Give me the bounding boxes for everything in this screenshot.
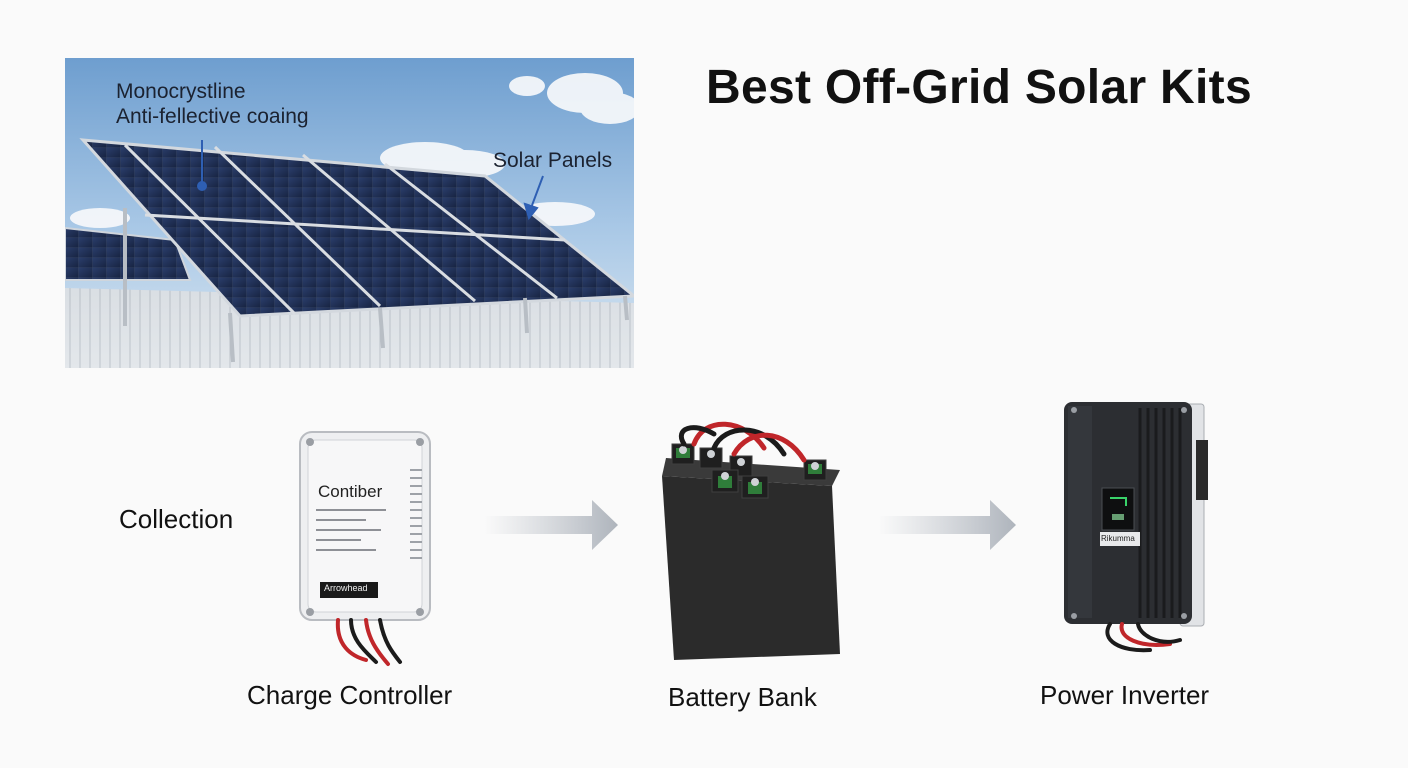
battery-bank-label: Battery Bank bbox=[668, 682, 817, 712]
battery-bank-image bbox=[654, 414, 850, 664]
power-inverter-image: Rikumma bbox=[1060, 400, 1210, 660]
flow-arrow-right-2 bbox=[878, 500, 1016, 550]
controller-panel-text: Arrowhead bbox=[324, 583, 368, 593]
page-title: Best Off-Grid Solar Kits bbox=[706, 61, 1252, 114]
annotation-line-2: Anti-fellective coaing bbox=[116, 105, 309, 128]
controller-device-text: Contiber bbox=[318, 482, 383, 501]
battery-illustration bbox=[662, 421, 840, 660]
inverter-badge-text: Rikumma bbox=[1101, 534, 1135, 543]
solar-panels-label: Solar Panels bbox=[493, 149, 613, 172]
solar-panels-photo: Monocrystline Anti-fellective coaing Sol… bbox=[65, 58, 634, 368]
flow-arrow-right-1 bbox=[484, 500, 618, 550]
charge-controller-label: Charge Controller bbox=[247, 680, 453, 710]
collection-label: Collection bbox=[119, 504, 234, 534]
inverter-illustration bbox=[1064, 402, 1208, 653]
charge-controller-image: Contiber Arrowhead bbox=[296, 430, 436, 670]
annotation-line-1: Monocrystline bbox=[116, 80, 246, 103]
power-inverter-label: Power Inverter bbox=[1040, 680, 1210, 710]
charge-controller-illustration bbox=[299, 431, 431, 666]
solar-panels-illustration bbox=[65, 58, 634, 368]
